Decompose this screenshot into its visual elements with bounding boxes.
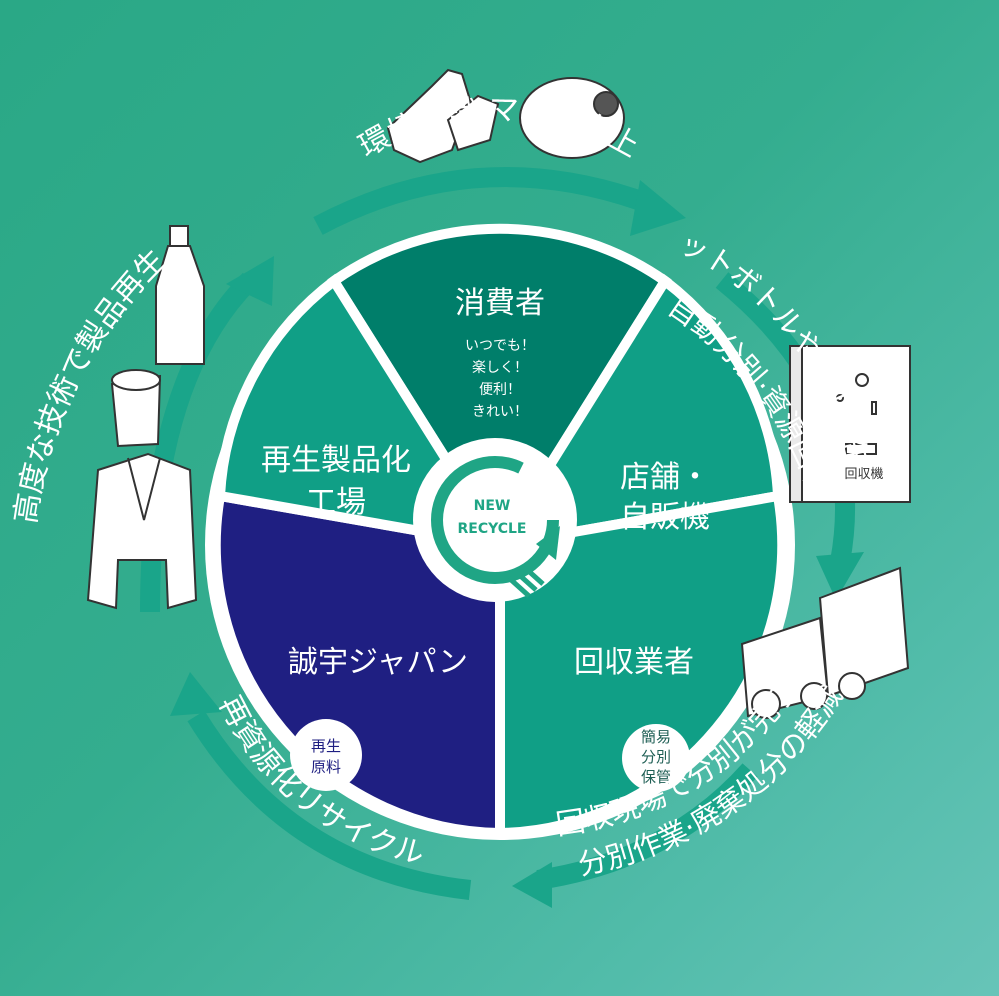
consumer-sub-4: きれい！	[472, 404, 528, 420]
collector-badge	[622, 724, 690, 792]
seiu-badge-1: 再生	[311, 737, 341, 755]
collector-badge-3: 保管	[641, 768, 671, 786]
arrow-bottom	[536, 763, 758, 890]
factory-title-line2: 工場	[306, 485, 366, 520]
suit-jacket-icon	[86, 452, 198, 610]
arrow-top	[313, 167, 656, 235]
center-stripes-icon	[507, 564, 545, 598]
recycling-machine-icon: 回収機	[789, 345, 911, 503]
consumer-sub-1: いつでも！	[465, 338, 535, 354]
seiu-title: 誠宇ジャパン	[288, 645, 468, 680]
arrow-bottom-left	[187, 710, 472, 900]
collector-badge-2: 分別	[641, 748, 671, 766]
consumer-sub-2: 楽しく！	[472, 360, 528, 376]
segment-collector[interactable]	[495, 490, 788, 839]
center-recycle-ring	[431, 456, 559, 584]
consumer-sub-3: 便利！	[479, 382, 521, 398]
machine-label: 回収機	[844, 467, 883, 482]
arrow-heads	[170, 180, 864, 908]
collector-title: 回収業者	[574, 645, 694, 680]
seiu-badge-2: 原料	[311, 758, 341, 776]
collector-badge-1: 簡易	[641, 728, 671, 746]
center-line2: RECYCLE	[457, 521, 526, 537]
segment-store[interactable]	[489, 273, 784, 552]
segment-seiu[interactable]	[210, 490, 505, 839]
seiu-badge	[290, 719, 362, 791]
segment-consumer[interactable]	[327, 223, 672, 555]
center-recycle-arrow-icon	[536, 526, 560, 560]
crushed-can-icon	[519, 77, 625, 159]
factory-title-line1: 再生製品化	[261, 443, 411, 478]
wheel: NEW RECYCLE 消費者 いつでも！ 楽しく！ 便利！ きれい！ 店舗・ …	[205, 223, 795, 840]
center-line1: NEW	[474, 498, 511, 514]
consumer-title: 消費者	[455, 286, 545, 321]
truck-icon	[740, 566, 910, 719]
can-icon	[110, 369, 162, 448]
crushed-bottle-icon	[386, 68, 500, 164]
pet-bottle-icon	[155, 225, 205, 365]
store-title-line1: 店舗・	[620, 460, 710, 495]
store-title-line2: 自販機	[620, 500, 710, 535]
